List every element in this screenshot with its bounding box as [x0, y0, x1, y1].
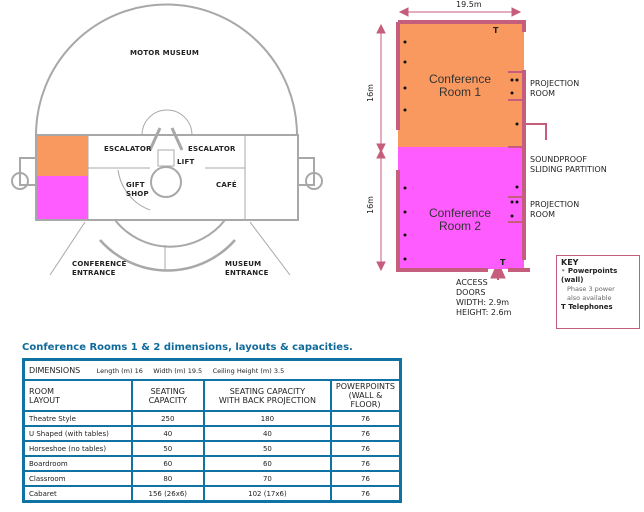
layout-cell: Boardroom — [22, 455, 133, 472]
key-telephones: T Telephones — [561, 303, 613, 311]
projection-cell: 70 — [202, 470, 332, 487]
powerpoints-cell: 76 — [329, 485, 402, 503]
projection-cell: 50 — [202, 440, 332, 457]
length-dimension-room1: 16m — [365, 84, 375, 102]
telephone-room1: T — [493, 26, 499, 35]
building-floor-plan — [11, 3, 323, 276]
label-escalator-right: ESCALATOR — [188, 145, 236, 153]
room2-label: Conference Room 2 — [428, 206, 492, 233]
key-phase-note: Phase 3 power also available — [567, 285, 615, 302]
access-doors-label: ACCESS DOORS WIDTH: 2.9m HEIGHT: 2.6m — [456, 278, 512, 317]
museum-dome-wall — [35, 3, 298, 136]
seating-cell: 40 — [130, 425, 205, 442]
powerpoints-cell: 76 — [329, 410, 402, 427]
projection-cell: 180 — [202, 410, 332, 427]
layout-cell: Horseshoe (no tables) — [22, 440, 133, 457]
ceiling-value: Ceiling Height (m) 3.5 — [212, 366, 285, 375]
key-title: KEY — [561, 258, 579, 267]
telephone-room2: T — [500, 258, 506, 267]
powerpoints-cell: 76 — [329, 425, 402, 442]
layout-cell: Classroom — [22, 470, 133, 487]
label-conference-entrance: CONFERENCE ENTRANCE — [72, 260, 127, 277]
key-powerpoints: • Powerpoints (wall) — [561, 267, 635, 285]
layout-cell: Cabaret — [22, 485, 133, 503]
label-motor-museum: MOTOR MUSEUM — [130, 49, 199, 57]
table-title: Conference Rooms 1 & 2 dimensions, layou… — [22, 342, 353, 353]
label-cafe: CAFÉ — [216, 181, 237, 189]
conference-room-plan — [376, 7, 547, 280]
capacity-table: DIMENSIONS Length (m) 16 Width (m) 19.5 … — [22, 358, 402, 503]
projection-cell: 102 (17x6) — [202, 485, 332, 503]
header-back-projection: SEATING CAPACITY WITH BACK PROJECTION — [202, 379, 332, 412]
room2-area — [398, 147, 524, 269]
room1-highlight — [37, 136, 88, 176]
powerpoint-dot-icon: • — [561, 267, 568, 275]
seating-cell: 156 (26x6) — [130, 485, 205, 503]
seating-cell: 80 — [130, 470, 205, 487]
layout-cell: U Shaped (with tables) — [22, 425, 133, 442]
projection-room-1-label: PROJECTION ROOM — [530, 79, 580, 98]
key-powerpoints-text: Powerpoints (wall) — [561, 267, 618, 284]
partition-label: SOUNDPROOF SLIDING PARTITION — [530, 155, 607, 174]
dimensions-cell: DIMENSIONS Length (m) 16 Width (m) 19.5 … — [22, 358, 402, 381]
room1-area — [398, 22, 524, 147]
label-escalator-left: ESCALATOR — [104, 145, 152, 153]
width-value: Width (m) 19.5 — [153, 366, 203, 375]
length-value: Length (m) 16 — [96, 366, 143, 375]
dimensions-row: DIMENSIONS Length (m) 16 Width (m) 19.5 … — [22, 358, 402, 381]
dimensions-label: DIMENSIONS — [29, 365, 81, 375]
projection-cell: 40 — [202, 425, 332, 442]
header-powerpoints: POWERPOINTS (WALL & FLOOR) — [329, 379, 402, 412]
label-lift: LIFT — [177, 158, 195, 166]
room2-highlight — [37, 176, 88, 219]
width-dimension: 19.5m — [456, 0, 482, 9]
main-building-wall — [35, 134, 299, 221]
powerpoints-cell: 76 — [329, 470, 402, 487]
layout-cell: Theatre Style — [22, 410, 133, 427]
projection-room-2-label: PROJECTION ROOM — [530, 200, 580, 219]
seating-cell: 250 — [130, 410, 205, 427]
room1-label: Conference Room 1 — [428, 72, 492, 99]
header-seating-capacity: SEATING CAPACITY — [130, 379, 205, 412]
length-dimension-room2: 16m — [365, 196, 375, 214]
powerpoints-cell: 76 — [329, 440, 402, 457]
projection-cell: 60 — [202, 455, 332, 472]
seating-cell: 60 — [130, 455, 205, 472]
map-key: KEY • Powerpoints (wall) Phase 3 power a… — [556, 255, 640, 329]
header-row: ROOM LAYOUT SEATING CAPACITY SEATING CAP… — [22, 379, 402, 412]
powerpoints-cell: 76 — [329, 455, 402, 472]
label-gift-shop: GIFT SHOP — [126, 181, 149, 198]
seating-cell: 50 — [130, 440, 205, 457]
label-museum-entrance: MUSEUM ENTRANCE — [225, 260, 269, 277]
header-room-layout: ROOM LAYOUT — [22, 379, 133, 412]
